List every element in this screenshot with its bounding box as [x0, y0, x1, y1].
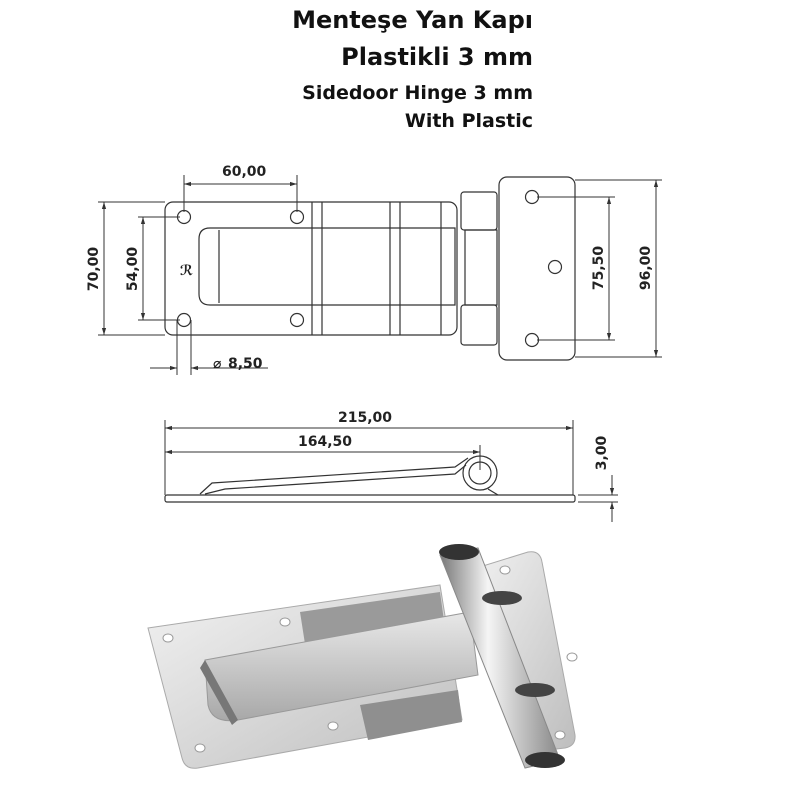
dim-leaf-hole-spacing: 75,50 — [591, 246, 607, 291]
plate-outline — [164, 201, 458, 336]
dim-plate-height: 70,00 — [86, 247, 102, 292]
knuckle — [460, 191, 498, 231]
hole — [289, 312, 305, 328]
hole — [524, 189, 540, 205]
top-view: ℛ — [164, 176, 576, 361]
side-view — [164, 455, 576, 503]
diameter-icon: ⌀ — [213, 356, 222, 372]
title-en-2: With Plastic — [404, 110, 533, 132]
dim-thickness: 3,00 — [594, 435, 610, 470]
title-en-1: Sidedoor Hinge 3 mm — [302, 82, 533, 104]
knuckle — [460, 304, 498, 346]
dim-hole-diameter: 8,50 — [228, 356, 263, 372]
title-tr-2: Plastikli 3 mm — [341, 43, 533, 71]
dim-inner-hole-spacing: 54,00 — [125, 247, 141, 292]
hole — [289, 209, 305, 225]
dim-total-length: 215,00 — [338, 410, 392, 426]
hinge-photo — [147, 544, 578, 769]
dim-hole-spacing: 60,00 — [222, 164, 267, 180]
dim-leaf-height: 96,00 — [638, 246, 654, 291]
title-tr-1: Menteşe Yan Kapı — [292, 6, 533, 34]
leaf-outline — [498, 176, 576, 361]
logo-icon: ℛ — [180, 263, 193, 279]
hole — [524, 332, 540, 348]
hole — [547, 259, 563, 275]
strap-outline — [198, 227, 456, 306]
dim-pin-distance: 164,50 — [298, 434, 352, 450]
